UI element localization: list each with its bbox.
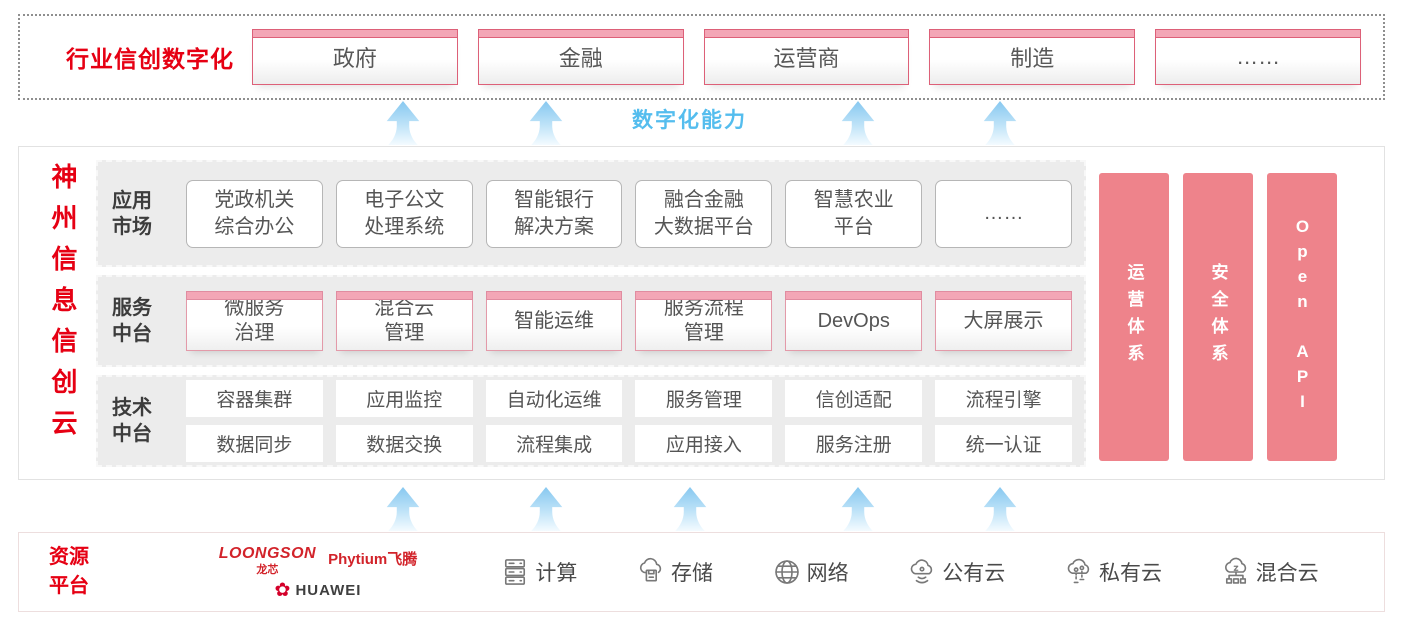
pillar-security: 安全体系 (1183, 173, 1253, 461)
network-icon (774, 560, 799, 584)
resource-item-storage: 存储 (636, 557, 713, 587)
up-arrow-icon (385, 487, 421, 531)
huawei-logo: ✿ HUAWEI (213, 581, 423, 600)
huawei-wordmark: HUAWEI (295, 581, 362, 599)
resource-platform-panel: 资源 平台 LOONGSON 龙芯 Phytium飞腾 ✿ HUAWEI 计 (18, 532, 1385, 612)
industry-banner: 行业信创数字化 政府 金融 运营商 制造 …… (18, 14, 1385, 100)
loongson-logo: LOONGSON 龙芯 (219, 545, 316, 577)
industry-box-label: 金融 (558, 46, 603, 71)
industry-banner-title: 行业信创数字化 (66, 46, 234, 72)
service-middle-boxes: 微服务 治理 混合云 管理 智能运维 服务流程 管理 DevOps 大屏展示 (176, 291, 1084, 351)
tech-box: 服务注册 (785, 425, 923, 462)
tech-box: 应用监控 (335, 380, 473, 417)
app-box-more: …… (935, 179, 1072, 248)
platform-panel: 神州信息信创云 应用 市场 党政机关 综合办公 电子公文 处理系统 智能银行 解… (18, 146, 1385, 480)
loongson-chinese: 龙芯 (256, 563, 279, 576)
industry-box-label: 制造 (1010, 46, 1055, 71)
industry-box-government: 政府 (252, 29, 458, 85)
tech-box: 流程集成 (485, 425, 623, 462)
public-cloud-icon (910, 559, 933, 584)
resource-item-hybrid-cloud: 混合云 (1221, 557, 1319, 587)
tech-box: 自动化运维 (485, 380, 623, 417)
pillar-open-api: Open API (1267, 173, 1337, 461)
industry-box-operator: 运营商 (703, 29, 910, 85)
resource-item-private-cloud: 私有云 (1064, 557, 1162, 587)
tech-box: 数据交换 (335, 425, 473, 462)
service-box: 智能运维 (485, 291, 623, 351)
resource-item-compute: 计算 (500, 557, 577, 587)
up-arrow-icon (385, 101, 421, 145)
vendor-logos: LOONGSON 龙芯 Phytium飞腾 ✿ HUAWEI (213, 545, 423, 600)
industry-box-label: 运营商 (773, 46, 840, 71)
huawei-flower-icon: ✿ (274, 579, 291, 601)
resource-platform-label: 资源 平台 (49, 546, 89, 597)
service-box: DevOps (785, 291, 923, 351)
app-market-boxes: 党政机关 综合办公 电子公文 处理系统 智能银行 解决方案 融合金融 大数据平台… (176, 179, 1084, 248)
app-box: 党政机关 综合办公 (186, 179, 323, 248)
tech-middle-boxes: 容器集群 应用监控 自动化运维 服务管理 信创适配 流程引擎 数据同步 数据交换… (176, 380, 1084, 462)
tech-box: 数据同步 (186, 425, 323, 462)
app-box: 电子公文 处理系统 (335, 179, 473, 248)
pillar-operations: 运营体系 (1099, 173, 1169, 461)
service-box: 服务流程 管理 (635, 291, 773, 351)
industry-box-label: …… (1236, 44, 1281, 69)
up-arrow-icon (840, 487, 876, 531)
compute-icon (505, 559, 526, 585)
up-arrow-icon (840, 101, 876, 145)
app-box: 智慧农业 平台 (785, 179, 923, 248)
up-arrow-icon (528, 101, 564, 145)
resource-item-label: 私有云 (1098, 562, 1162, 585)
resource-item-label: 公有云 (942, 562, 1006, 585)
resource-item-list: 计算 存储 网络 (471, 557, 1348, 587)
private-cloud-icon (1067, 558, 1090, 584)
up-arrow-icon (982, 101, 1018, 145)
service-box: 微服务 治理 (186, 291, 323, 351)
resource-item-network: 网络 (772, 557, 849, 587)
tech-box: 服务管理 (635, 380, 773, 417)
industry-box-more: …… (1155, 29, 1361, 85)
app-market-label: 应用 市场 (112, 189, 152, 238)
up-arrow-icon (528, 487, 564, 531)
resource-item-label: 混合云 (1255, 562, 1319, 585)
app-box: 融合金融 大数据平台 (635, 179, 773, 248)
industry-box-finance: 金融 (477, 29, 684, 85)
resource-item-public-cloud: 公有云 (907, 557, 1005, 587)
loongson-wordmark: LOONGSON (218, 544, 317, 562)
service-middle-label: 服务 中台 (112, 297, 152, 345)
service-box: 大屏展示 (935, 291, 1072, 351)
tech-box: 信创适配 (785, 380, 923, 417)
up-arrow-icon (672, 487, 708, 531)
tech-box: 容器集群 (186, 380, 323, 417)
app-market-row: 应用 市场 党政机关 综合办公 电子公文 处理系统 智能银行 解决方案 融合金融… (96, 160, 1086, 267)
industry-box-manufacturing: 制造 (929, 29, 1136, 85)
tech-box: 统一认证 (935, 425, 1072, 462)
resource-item-label: 存储 (670, 562, 713, 585)
platform-title: 神州信息信创云 (48, 163, 78, 450)
tech-box: 应用接入 (635, 425, 773, 462)
tech-middle-row: 技术 中台 容器集群 应用监控 自动化运维 服务管理 信创适配 流程引擎 数据同… (96, 375, 1086, 467)
storage-icon (639, 557, 662, 582)
service-middle-row: 服务 中台 微服务 治理 混合云 管理 智能运维 服务流程 管理 DevOps … (96, 275, 1086, 367)
resource-item-label: 网络 (806, 562, 849, 585)
tech-middle-label: 技术 中台 (112, 397, 152, 445)
industry-box-label: 政府 (332, 46, 377, 71)
phytium-logo: Phytium飞腾 (328, 550, 418, 568)
industry-box-list: 政府 金融 运营商 制造 …… (252, 29, 1383, 85)
service-box: 混合云 管理 (335, 291, 473, 351)
up-arrow-icon (982, 487, 1018, 531)
hybrid-cloud-icon (1224, 557, 1246, 584)
resource-item-label: 计算 (535, 562, 578, 585)
digital-capability-label: 数字化能力 (632, 109, 747, 132)
app-box: 智能银行 解决方案 (485, 179, 623, 248)
tech-box: 流程引擎 (935, 380, 1072, 417)
